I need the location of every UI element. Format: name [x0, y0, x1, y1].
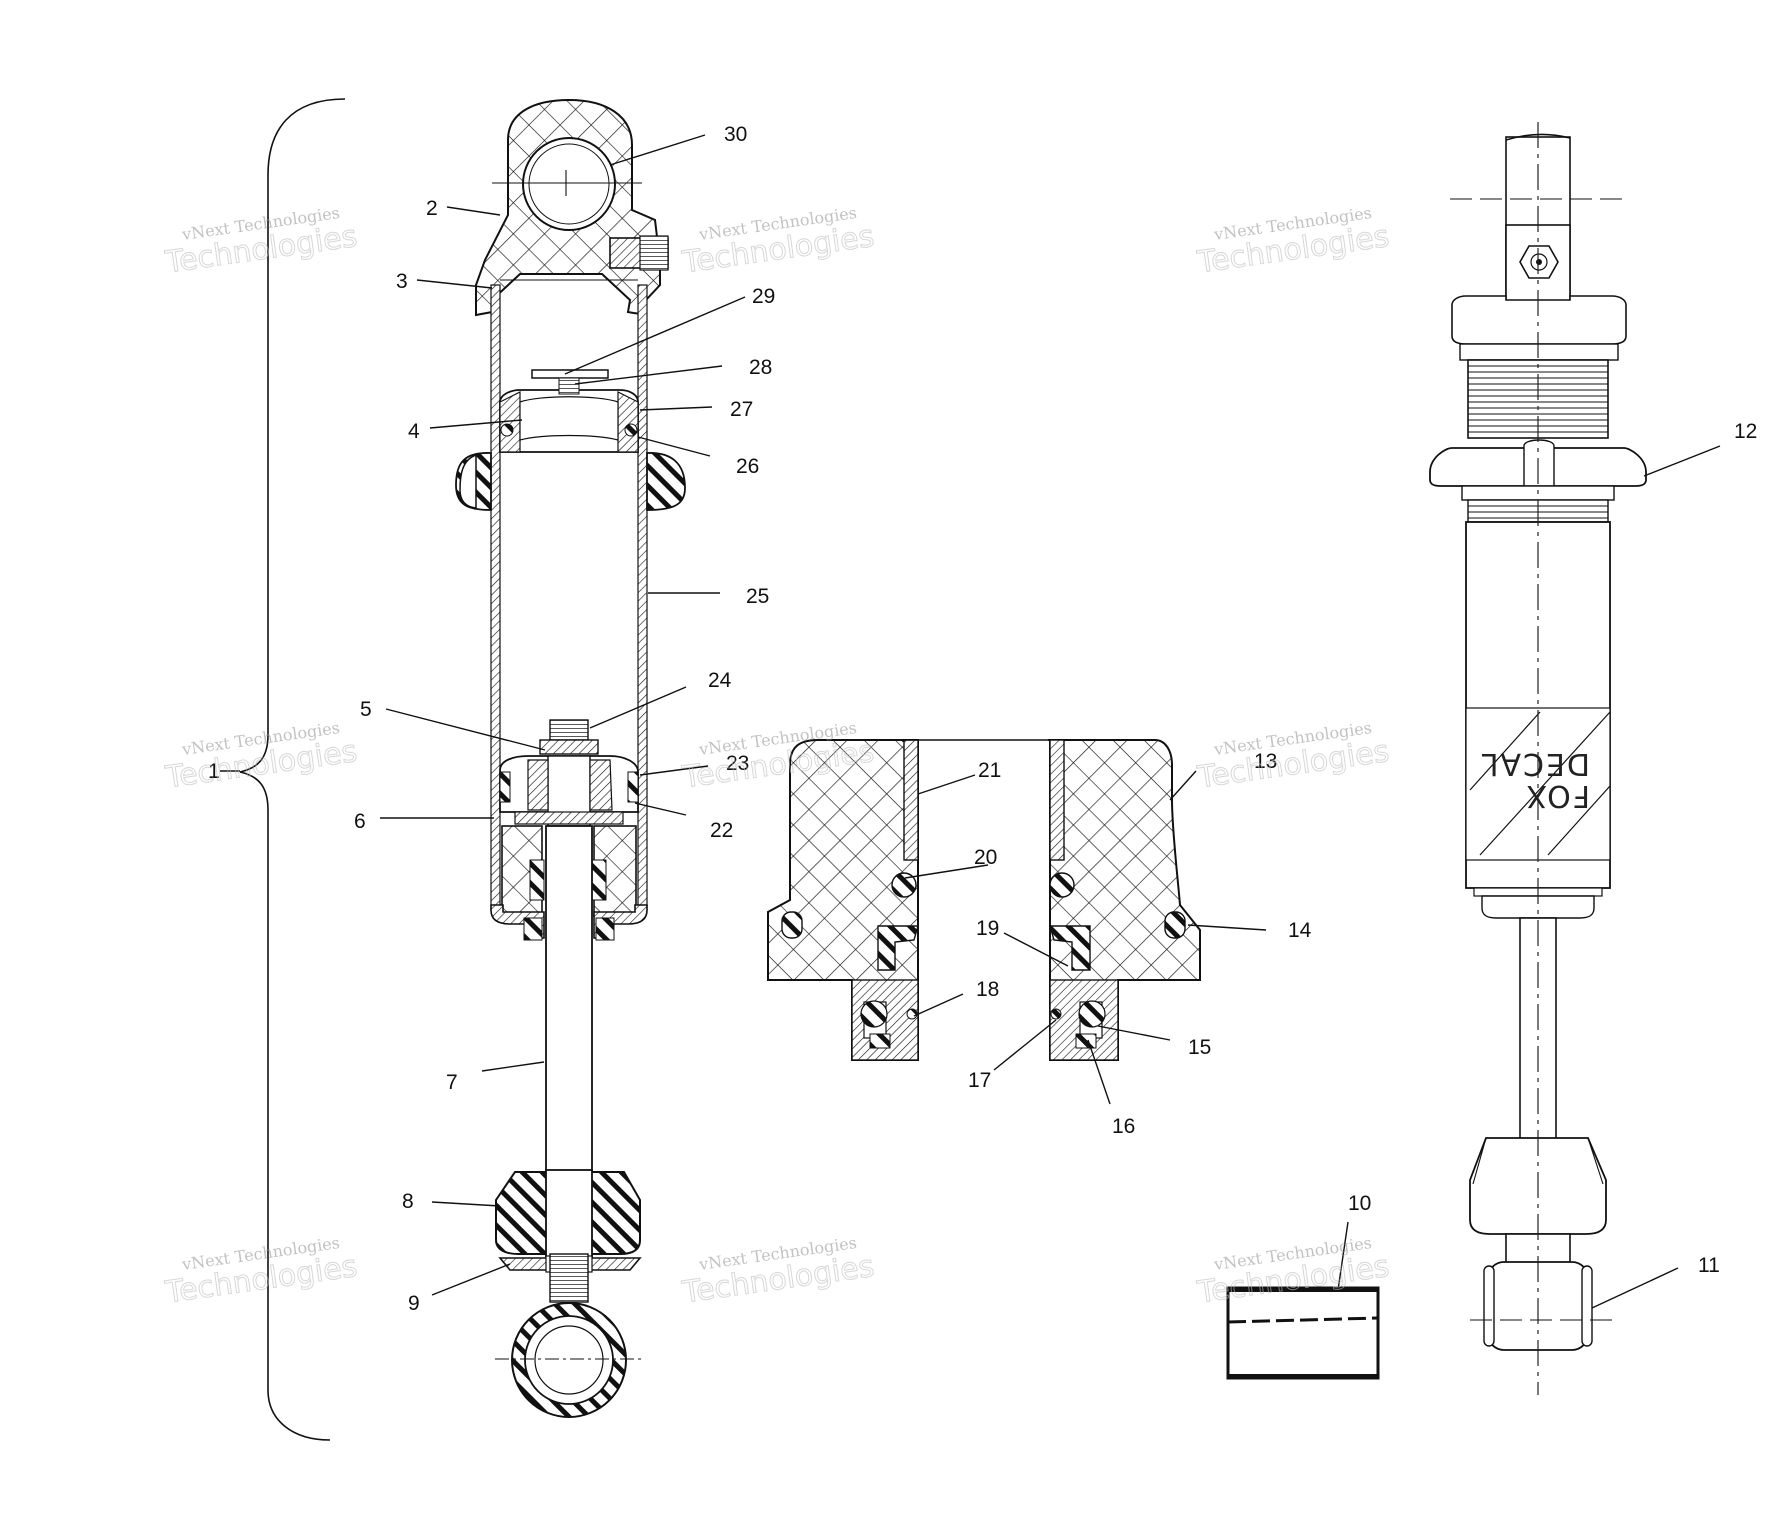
callout-26: 26 — [736, 455, 759, 478]
watermark: vNext Technologies Technologies — [162, 1233, 360, 1311]
callout-10: 10 — [1348, 1192, 1371, 1215]
shock-side-view: FOX DECAL — [1429, 122, 1647, 1395]
callout-23: 23 — [726, 752, 749, 775]
callout-18: 18 — [976, 978, 999, 1001]
callout-2: 2 — [426, 197, 438, 220]
callout-28: 28 — [749, 356, 772, 379]
callout-labels: 30 2 3 29 28 27 4 26 25 24 5 23 22 6 1 7… — [208, 123, 1757, 1315]
callout-17: 17 — [968, 1069, 991, 1092]
callout-15: 15 — [1188, 1036, 1211, 1059]
watermark: vNext Technologies Technologies — [162, 203, 360, 281]
seal-head-detail — [767, 739, 1201, 1061]
leader-lines — [220, 134, 1721, 1309]
callout-25: 25 — [746, 585, 769, 608]
watermark: vNext Technologies Technologies — [162, 718, 360, 796]
watermark: vNext Technologies Technologies — [1194, 203, 1392, 281]
callout-16: 16 — [1112, 1115, 1135, 1138]
watermark: vNext Technologies Technologies — [679, 203, 877, 281]
decal-text: FOX DECAL — [1480, 746, 1590, 813]
bump-stop-right — [646, 452, 686, 511]
decal-hatching — [1469, 711, 1611, 856]
callout-29: 29 — [752, 285, 775, 308]
callout-1: 1 — [208, 760, 220, 783]
callout-27: 27 — [730, 398, 753, 421]
watermark: vNext Technologies Technologies — [679, 1233, 877, 1311]
shock-cross-section — [455, 98, 686, 1418]
callout-9: 9 — [408, 1292, 420, 1315]
decal-line-fox: FOX — [1524, 778, 1590, 813]
callout-12: 12 — [1734, 420, 1757, 443]
callout-7: 7 — [446, 1071, 458, 1094]
callout-3: 3 — [396, 270, 408, 293]
assembly-brace — [239, 98, 346, 1441]
callout-6: 6 — [354, 810, 366, 833]
callout-22: 22 — [710, 819, 733, 842]
callout-20: 20 — [974, 846, 997, 869]
callout-5: 5 — [360, 698, 372, 721]
callout-4: 4 — [408, 420, 420, 443]
top-eye-bushing — [522, 137, 616, 231]
shock-body-wall-left — [490, 284, 501, 911]
callout-24: 24 — [708, 669, 732, 692]
callout-13: 13 — [1254, 750, 1277, 773]
callout-19: 19 — [976, 917, 999, 940]
callout-14: 14 — [1288, 919, 1312, 942]
watermark: vNext Technologies Technologies — [1194, 718, 1392, 796]
callout-30: 30 — [724, 123, 747, 146]
watermarks: vNext Technologies Technologies vNext Te… — [162, 203, 1392, 1311]
callout-8: 8 — [402, 1190, 414, 1213]
bushing-part — [1226, 1286, 1380, 1380]
callout-21: 21 — [978, 759, 1001, 782]
shock-body-wall-right — [637, 284, 648, 911]
callout-11: 11 — [1698, 1254, 1720, 1277]
decal-line-decal: DECAL — [1480, 746, 1590, 781]
